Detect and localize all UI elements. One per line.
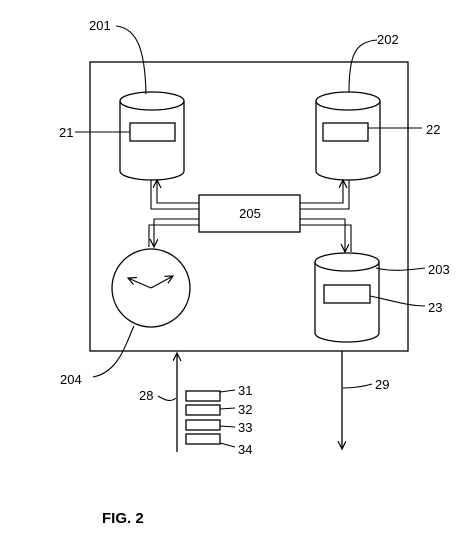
packet-31 [185,390,221,402]
connector-205-right [300,180,352,252]
device-frame [89,61,409,352]
label-203: 203 [428,262,450,277]
unit-205-label: 205 [239,206,261,221]
packet-34 [185,433,221,445]
label-31: 31 [238,383,252,398]
data-field-21 [129,122,176,142]
packet-32 [185,404,221,416]
label-34: 34 [238,442,252,457]
label-29: 29 [375,377,389,392]
processing-unit-205 [198,194,301,233]
label-201: 201 [89,18,111,33]
figure-caption: FIG. 2 [102,510,144,527]
clock-icon [111,248,191,328]
packet-33 [185,419,221,431]
data-field-23 [323,284,371,304]
label-32: 32 [238,402,252,417]
data-field-22 [322,122,369,142]
storage-cylinder-203 [314,252,380,343]
leader-lines [75,25,426,448]
connector-205-left [148,180,199,247]
label-22: 22 [426,122,440,137]
label-202: 202 [377,32,399,47]
storage-cylinder-202 [315,91,381,181]
label-21: 21 [59,125,73,140]
label-204: 204 [60,372,82,387]
storage-cylinder-201 [119,91,185,181]
label-23: 23 [428,300,442,315]
label-28: 28 [139,388,153,403]
label-33: 33 [238,420,252,435]
